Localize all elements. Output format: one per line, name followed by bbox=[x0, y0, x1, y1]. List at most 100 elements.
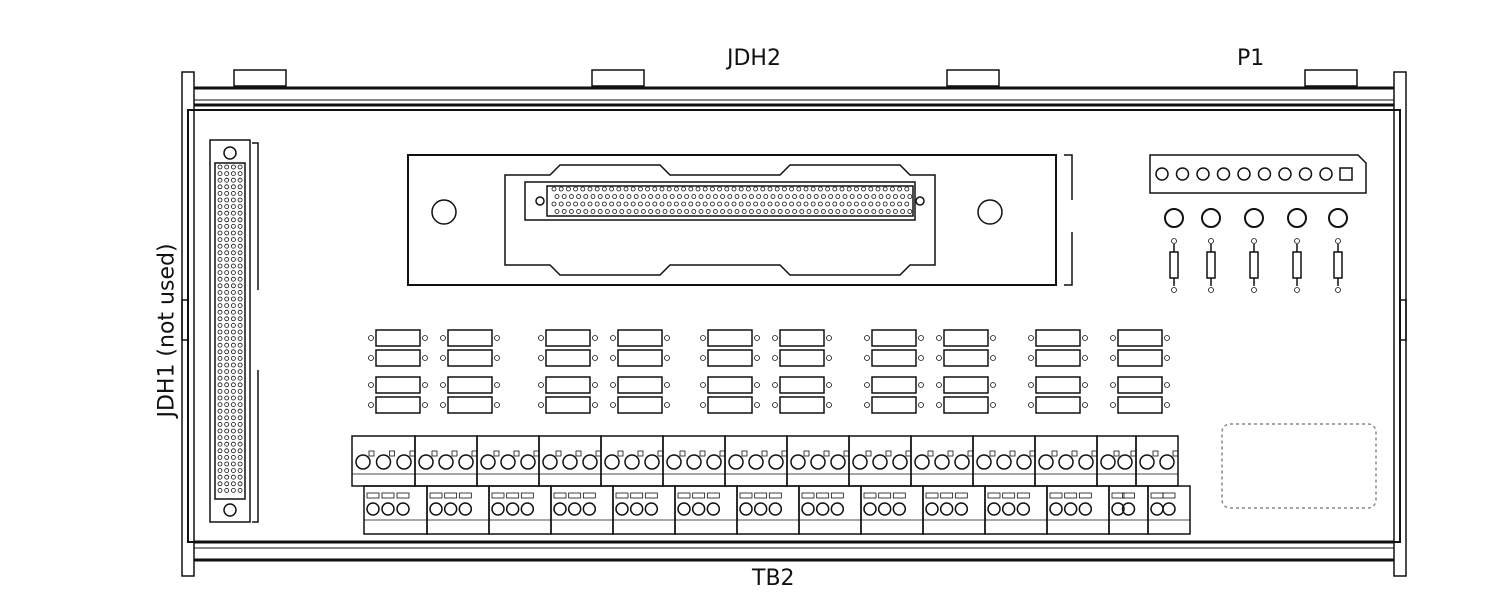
jdh1-pin bbox=[237, 362, 243, 368]
jdh2-pin bbox=[569, 194, 574, 199]
component-pad bbox=[754, 335, 760, 341]
relay-component bbox=[447, 376, 493, 394]
terminal-block-upper bbox=[848, 435, 912, 487]
jdh2-pin bbox=[558, 186, 564, 192]
component-pad bbox=[592, 402, 598, 408]
jdh2-pin bbox=[875, 186, 881, 192]
screw-terminal bbox=[852, 454, 868, 470]
jdh1-pin bbox=[224, 454, 230, 460]
terminal-marker bbox=[761, 450, 768, 457]
terminal-marker bbox=[637, 450, 644, 457]
jdh1-pin bbox=[230, 428, 236, 434]
terminal-marker bbox=[741, 450, 748, 457]
jdh1-pin bbox=[237, 296, 243, 302]
component-pad bbox=[1164, 402, 1170, 408]
jdh1-pin bbox=[217, 329, 223, 335]
jdh1-pin bbox=[217, 395, 223, 401]
screw-terminal bbox=[553, 502, 567, 516]
wire-entry bbox=[381, 492, 395, 499]
screw-terminal bbox=[939, 502, 954, 516]
jdh2-pin bbox=[717, 186, 722, 192]
component-pad bbox=[826, 382, 832, 388]
jdh2-pin bbox=[569, 209, 574, 214]
screw-terminal bbox=[954, 454, 970, 470]
jdh2-pin bbox=[842, 209, 848, 214]
jdh1-pin bbox=[230, 296, 236, 302]
component-pad bbox=[592, 355, 598, 361]
jdh2-pin bbox=[810, 186, 816, 192]
screw-terminal bbox=[355, 454, 371, 470]
screw-terminal bbox=[615, 502, 629, 516]
jdh2-pin bbox=[630, 186, 636, 192]
component-pad bbox=[664, 382, 670, 388]
terminal-marker bbox=[927, 450, 934, 457]
jdh1-pin bbox=[224, 250, 230, 256]
jdh2-mount-hole bbox=[431, 199, 457, 225]
jdh2-pin bbox=[861, 186, 866, 192]
jdh2-pin bbox=[875, 201, 881, 207]
terminal-marker bbox=[617, 450, 624, 457]
jdh1-pin bbox=[217, 355, 223, 361]
screw-terminal bbox=[438, 454, 454, 470]
screw-terminal bbox=[768, 502, 783, 516]
jdh2-pin bbox=[561, 209, 567, 214]
jdh1-pin bbox=[217, 415, 223, 421]
jdh1-pin bbox=[224, 481, 230, 487]
wire-entry bbox=[830, 492, 844, 499]
jdh2-connector bbox=[407, 154, 1073, 286]
jdh1-pin bbox=[230, 369, 236, 375]
relay-component bbox=[1035, 349, 1081, 367]
jdh1-pin bbox=[230, 197, 236, 203]
jdh2-pin bbox=[587, 201, 593, 207]
screw-terminal bbox=[815, 502, 830, 516]
component-pad bbox=[440, 335, 446, 341]
screw-terminal bbox=[375, 454, 392, 470]
terminal-block-upper bbox=[724, 435, 788, 487]
resistor-pad bbox=[1171, 287, 1177, 293]
jdh2-pin bbox=[597, 209, 603, 214]
potentiometer bbox=[1244, 208, 1264, 228]
jdh1-pin bbox=[237, 474, 243, 480]
jdh1-pin bbox=[237, 481, 243, 487]
screw-terminal bbox=[1121, 502, 1136, 516]
wire-entry bbox=[366, 492, 380, 499]
jdh2-pin bbox=[818, 201, 823, 207]
p1-connector bbox=[1149, 154, 1367, 293]
component-pad bbox=[664, 335, 670, 341]
relay-component bbox=[1117, 329, 1163, 347]
screw-terminal bbox=[1058, 454, 1074, 470]
jdh2-pin bbox=[738, 201, 744, 207]
jdh1-pin bbox=[217, 210, 223, 216]
wire-entry bbox=[892, 492, 906, 499]
jdh2-pin bbox=[828, 194, 833, 199]
relay-component bbox=[375, 376, 421, 394]
jdh2-pin bbox=[717, 201, 722, 207]
jdh2-pin bbox=[828, 209, 833, 214]
p1-terminal bbox=[1298, 167, 1313, 181]
jdh1-pin bbox=[230, 342, 236, 348]
jdh2-pin bbox=[878, 194, 884, 199]
jdh1-pin bbox=[230, 461, 236, 467]
jdh2-pin bbox=[777, 209, 783, 214]
jdh2-pin bbox=[633, 209, 639, 214]
jdh1-pin bbox=[224, 217, 230, 223]
screw-terminal bbox=[443, 502, 458, 516]
tb2-label: TB2 bbox=[752, 566, 795, 591]
jdh1-pin bbox=[230, 303, 236, 309]
jdh1-pin bbox=[230, 289, 236, 295]
jdh2-pin bbox=[789, 201, 794, 207]
relay-component bbox=[375, 329, 421, 347]
jdh2-pin bbox=[645, 201, 650, 207]
jdh2-pin bbox=[849, 209, 855, 214]
screw-terminal bbox=[1001, 502, 1016, 516]
jdh2-pin bbox=[789, 186, 794, 192]
component-pad bbox=[700, 335, 706, 341]
enclosure bbox=[181, 69, 1407, 577]
p1-terminal bbox=[1216, 167, 1231, 181]
jdh1-pin bbox=[230, 177, 236, 183]
wire-entry bbox=[520, 492, 534, 499]
jdh1-pin bbox=[224, 369, 230, 375]
jdh1-pin bbox=[230, 481, 236, 487]
screw-terminal bbox=[458, 502, 473, 516]
jdh2-pin bbox=[825, 201, 830, 207]
